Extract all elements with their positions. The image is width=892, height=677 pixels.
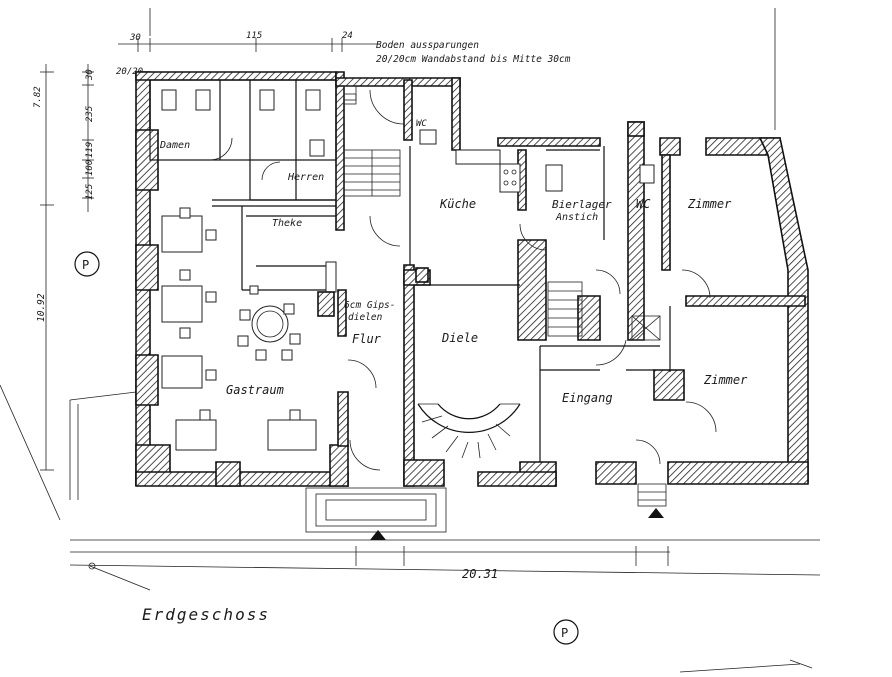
drawing-title: Erdgeschoss bbox=[142, 605, 270, 624]
parking-circle-left bbox=[74, 251, 100, 277]
room-label-gipsdielen-1: 6cm Gips- bbox=[344, 300, 395, 311]
room-label-bierlager: Bierlager bbox=[552, 198, 612, 211]
dim-left-30: 30 bbox=[85, 69, 95, 81]
parking-symbol-left: P bbox=[82, 258, 89, 272]
room-label-flur: Flur bbox=[352, 332, 382, 346]
gastraum-furniture bbox=[161, 207, 317, 451]
drawing-note-line-2: 20/20cm Wandabstand bis Mitte 30cm bbox=[376, 54, 571, 65]
room-label-kueche: Küche bbox=[439, 197, 476, 211]
dim-top-30: 30 bbox=[129, 33, 141, 43]
dim-corner: 20/20 bbox=[116, 67, 143, 77]
dim-top-24: 24 bbox=[342, 31, 353, 41]
drawing-note-line-1: Boden aussparungen bbox=[376, 40, 479, 51]
dimension-lines bbox=[0, 8, 821, 673]
dim-left-125: 125 bbox=[85, 184, 95, 200]
dim-left-235: 235 bbox=[85, 106, 95, 122]
room-label-anstich: Anstich bbox=[555, 212, 598, 223]
entrance-markers bbox=[355, 508, 669, 566]
room-label-gastraum: Gastraum bbox=[226, 383, 284, 397]
entrance-arrow-right bbox=[648, 508, 664, 518]
room-label-theke: Theke bbox=[272, 218, 302, 229]
dim-left-782: 7.82 bbox=[33, 86, 43, 108]
room-label-zimmer-1: Zimmer bbox=[687, 197, 732, 211]
dim-total-depth: 10.92 bbox=[36, 293, 47, 322]
dim-total-width: 20.31 bbox=[462, 567, 498, 581]
dimension-labels: 30 115 24 20/20 7.82 30 235 119 100 125 … bbox=[33, 31, 498, 581]
parking-circle-bottom bbox=[553, 619, 579, 645]
room-label-herren: Herren bbox=[287, 172, 324, 183]
walls bbox=[135, 71, 809, 487]
room-labels: Boden aussparungen 20/20cm Wandabstand b… bbox=[142, 40, 748, 624]
entrance-arrow-left bbox=[370, 530, 386, 540]
parking-symbols: P P bbox=[74, 251, 579, 645]
room-label-gipsdielen-2: dielen bbox=[348, 312, 383, 323]
interior-lines bbox=[149, 79, 717, 533]
dim-left-100: 100 bbox=[85, 160, 95, 176]
room-label-zimmer-2: Zimmer bbox=[703, 373, 748, 387]
room-label-wc-1: WC bbox=[416, 119, 427, 129]
room-label-wc-2: WC bbox=[636, 197, 651, 211]
room-label-damen: Damen bbox=[159, 140, 190, 151]
dim-top-115: 115 bbox=[246, 31, 262, 41]
dim-left-119: 119 bbox=[85, 142, 95, 158]
parking-symbol-bottom: P bbox=[561, 626, 568, 640]
room-label-diele: Diele bbox=[441, 331, 478, 345]
room-label-eingang: Eingang bbox=[562, 391, 613, 405]
